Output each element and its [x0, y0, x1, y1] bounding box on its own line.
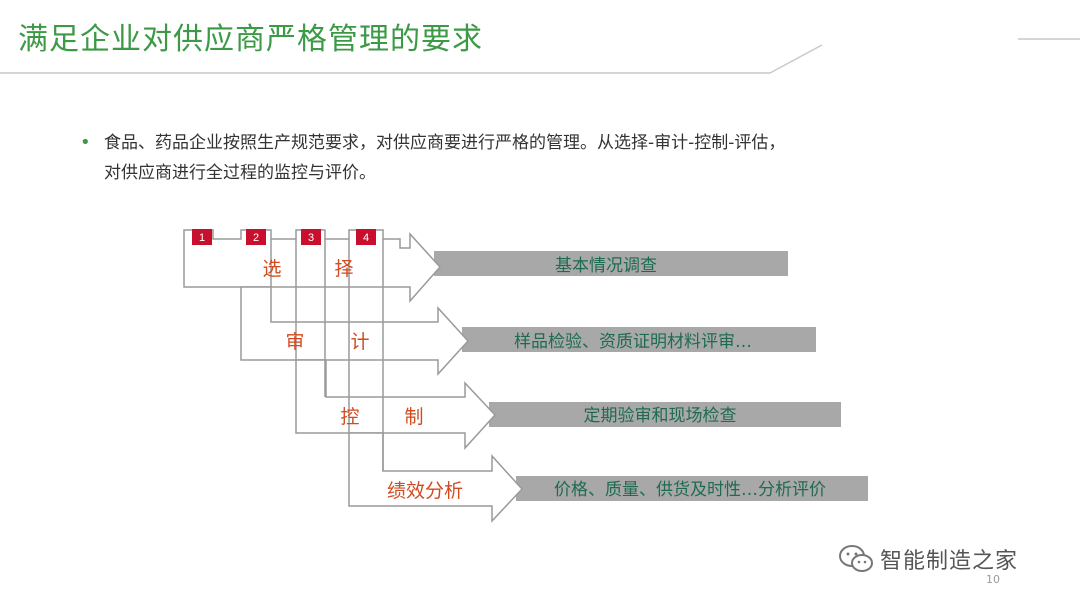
- bullet-line-2: 对供应商进行全过程的监控与评价。: [104, 163, 376, 183]
- intro-bullet: • 食品、药品企业按照生产规范要求，对供应商要进行严格的管理。从选择-审计-控制…: [80, 128, 940, 188]
- stage-arrow-performance: [348, 432, 524, 523]
- wechat-icon: [839, 545, 873, 572]
- watermark: 智能制造之家: [838, 542, 1018, 576]
- badge-label-3: 3: [308, 232, 314, 244]
- desc-bar-4: [516, 476, 868, 501]
- desc-text-3: 定期验审和现场检查: [584, 406, 737, 426]
- bullet-icon: •: [80, 132, 91, 153]
- stage-arrow-control: [295, 359, 497, 450]
- desc-text-2: 样品检验、资质证明材料评审…: [514, 332, 752, 352]
- watermark-text: 智能制造之家: [880, 549, 1019, 574]
- desc-bar-1: [434, 251, 788, 276]
- badge-label-2: 2: [253, 232, 259, 244]
- desc-text-4: 价格、质量、供货及时性…分析评价: [554, 480, 826, 500]
- stage-label-select-2: 择: [334, 258, 353, 280]
- stage-label-control-2: 制: [404, 406, 423, 428]
- badge-3: [301, 229, 321, 245]
- stage-label-audit-1: 审: [285, 331, 304, 353]
- slide-title: 满足企业对供应商严格管理的要求: [18, 22, 483, 57]
- stage-label-control-1: 控: [340, 406, 359, 428]
- badge-1: [192, 229, 212, 245]
- badge-2: [246, 229, 266, 245]
- badge-label-1: 1: [199, 232, 205, 244]
- stage-arrow-select: [183, 229, 442, 303]
- bullet-line-1: 食品、药品企业按照生产规范要求，对供应商要进行严格的管理。从选择-审计-控制-评…: [104, 133, 786, 153]
- desc-bar-2: [462, 327, 816, 352]
- desc-text-1: 基本情况调查: [555, 256, 657, 276]
- badge-4: [356, 229, 376, 245]
- stage-label-audit-2: 计: [350, 331, 369, 353]
- page-number: 10: [986, 573, 1000, 586]
- stage-label-performance: 绩效分析: [387, 480, 463, 502]
- desc-bar-3: [489, 402, 841, 427]
- stage-arrow-audit: [240, 286, 470, 376]
- badge-label-4: 4: [363, 232, 369, 244]
- stage-label-select-1: 选: [262, 258, 281, 280]
